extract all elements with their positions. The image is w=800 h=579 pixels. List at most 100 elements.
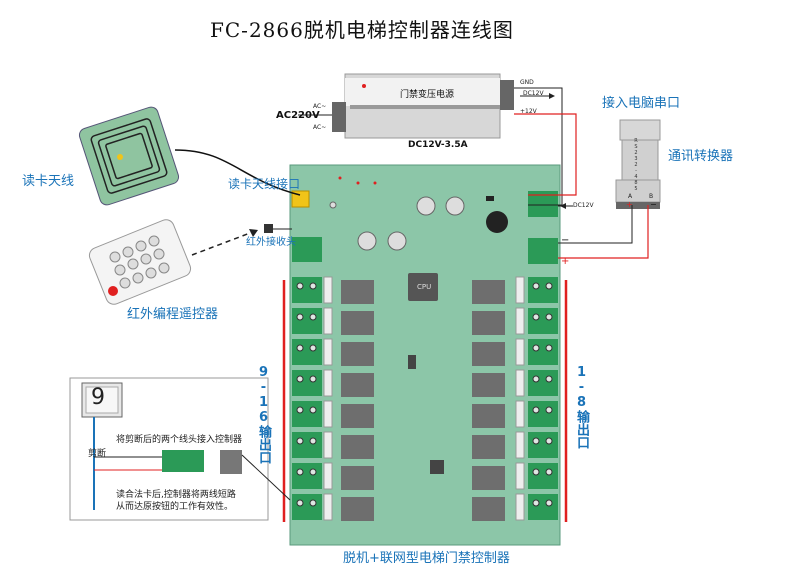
terminal-screw — [545, 375, 553, 383]
output-terminal-left — [292, 339, 322, 365]
output-label-strip-right — [515, 369, 525, 397]
output-terminal-right — [528, 432, 558, 458]
relay-right — [472, 342, 505, 366]
output-label-strip-left — [323, 462, 333, 490]
converter-label: 通讯转换器 — [668, 149, 734, 164]
output-label-strip-left — [323, 400, 333, 428]
ir-beam-line — [191, 229, 259, 256]
relay-left — [341, 404, 374, 428]
output-label-strip-right — [515, 462, 525, 490]
terminal-screw — [545, 468, 553, 476]
antenna-cable — [174, 149, 301, 196]
ic-chip-1 — [408, 355, 416, 369]
terminal-screw — [296, 344, 304, 352]
terminal-screw — [545, 282, 553, 290]
ir-receiver-label: 红外接收头 — [246, 237, 296, 248]
converter-model-label: RS232-485 — [633, 138, 639, 192]
terminal-screw — [532, 406, 540, 414]
converter-device — [615, 119, 661, 209]
output-terminal-right — [528, 401, 558, 427]
cpu-chip — [408, 273, 438, 301]
transformer-label: 门禁变压电源 — [400, 90, 455, 100]
buzzer — [486, 211, 508, 233]
led-3 — [373, 181, 377, 185]
relay-right — [472, 435, 505, 459]
cut-label: 剪断 — [88, 449, 107, 459]
terminal-screw — [296, 406, 304, 414]
terminal-screw — [296, 499, 304, 507]
relay-right — [472, 497, 505, 521]
output-label-strip-left — [323, 307, 333, 335]
capacitor-4 — [387, 231, 407, 251]
terminal-screw — [532, 499, 540, 507]
terminal-screw — [296, 468, 304, 476]
output-label-strip-right — [515, 431, 525, 459]
inset-terminal — [162, 450, 204, 472]
card-reader-label: 读卡天线 — [22, 174, 75, 189]
terminal-screw — [309, 344, 317, 352]
terminal-screw — [545, 499, 553, 507]
terminal-screw — [309, 282, 317, 290]
relay-right — [472, 466, 505, 490]
power-rating-label: DC12V-3.5A — [408, 140, 468, 150]
terminal-comm — [528, 238, 558, 264]
button-number: 9 — [91, 385, 105, 410]
terminal-screw — [532, 437, 540, 445]
relay-left — [341, 435, 374, 459]
output-terminal-left — [292, 401, 322, 427]
relay-right — [472, 373, 505, 397]
output-label-strip-left — [323, 338, 333, 366]
diagram-title: FC-2866脱机电梯控制器连线图 — [210, 18, 514, 42]
converter-minus-label: − — [650, 200, 657, 209]
ac-top-label: AC~ — [313, 103, 327, 110]
note-top: 将剪断后的两个线头接入控制器 — [116, 435, 243, 445]
terminal-screw — [309, 406, 317, 414]
terminal-screw — [532, 375, 540, 383]
antenna-connector — [291, 190, 310, 208]
relay-left — [341, 342, 374, 366]
output-terminal-left — [292, 277, 322, 303]
card-reader — [78, 106, 180, 206]
terminal-screw — [309, 468, 317, 476]
gnd-label: GND — [520, 79, 534, 86]
controller-name-label: 脱机+联网型电梯门禁控制器 — [343, 551, 510, 566]
controller-board — [289, 164, 561, 546]
comm-minus-label: − — [561, 235, 570, 246]
output-label-strip-left — [323, 431, 333, 459]
comm-plus-label: + — [561, 256, 570, 267]
relay-right — [472, 280, 505, 304]
terminal-antenna — [292, 237, 322, 262]
ic-chip-2 — [430, 460, 444, 474]
dc12v-board-label: DC12V — [573, 202, 594, 209]
output-terminal-left — [292, 370, 322, 396]
terminal-screw — [309, 313, 317, 321]
output-terminal-right — [528, 463, 558, 489]
converter-a-label: A — [628, 193, 633, 200]
ir-remote-label: 红外编程遥控器 — [127, 307, 219, 322]
terminal-screw — [532, 313, 540, 321]
capacitor-1 — [416, 196, 436, 216]
output-label-strip-right — [515, 493, 525, 521]
capacitor-2 — [445, 196, 465, 216]
output-terminal-right — [528, 277, 558, 303]
output-terminal-left — [292, 432, 322, 458]
output-label-strip-right — [515, 307, 525, 335]
terminal-screw — [545, 344, 553, 352]
pc-serial-label: 接入电脑串口 — [602, 96, 681, 111]
output-terminal-left — [292, 308, 322, 334]
ac-bottom-label: AC~ — [313, 124, 327, 131]
output-terminal-right — [528, 308, 558, 334]
terminal-screw — [532, 344, 540, 352]
terminal-screw — [532, 282, 540, 290]
output-label-strip-right — [515, 400, 525, 428]
output-terminal-left — [292, 494, 322, 520]
output-terminal-right — [528, 494, 558, 520]
terminal-screw — [296, 313, 304, 321]
terminal-screw — [545, 313, 553, 321]
output-label-strip-left — [323, 276, 333, 304]
capacitor-3 — [357, 231, 377, 251]
terminal-screw — [545, 406, 553, 414]
terminal-screw — [309, 499, 317, 507]
output-label-strip-left — [323, 369, 333, 397]
